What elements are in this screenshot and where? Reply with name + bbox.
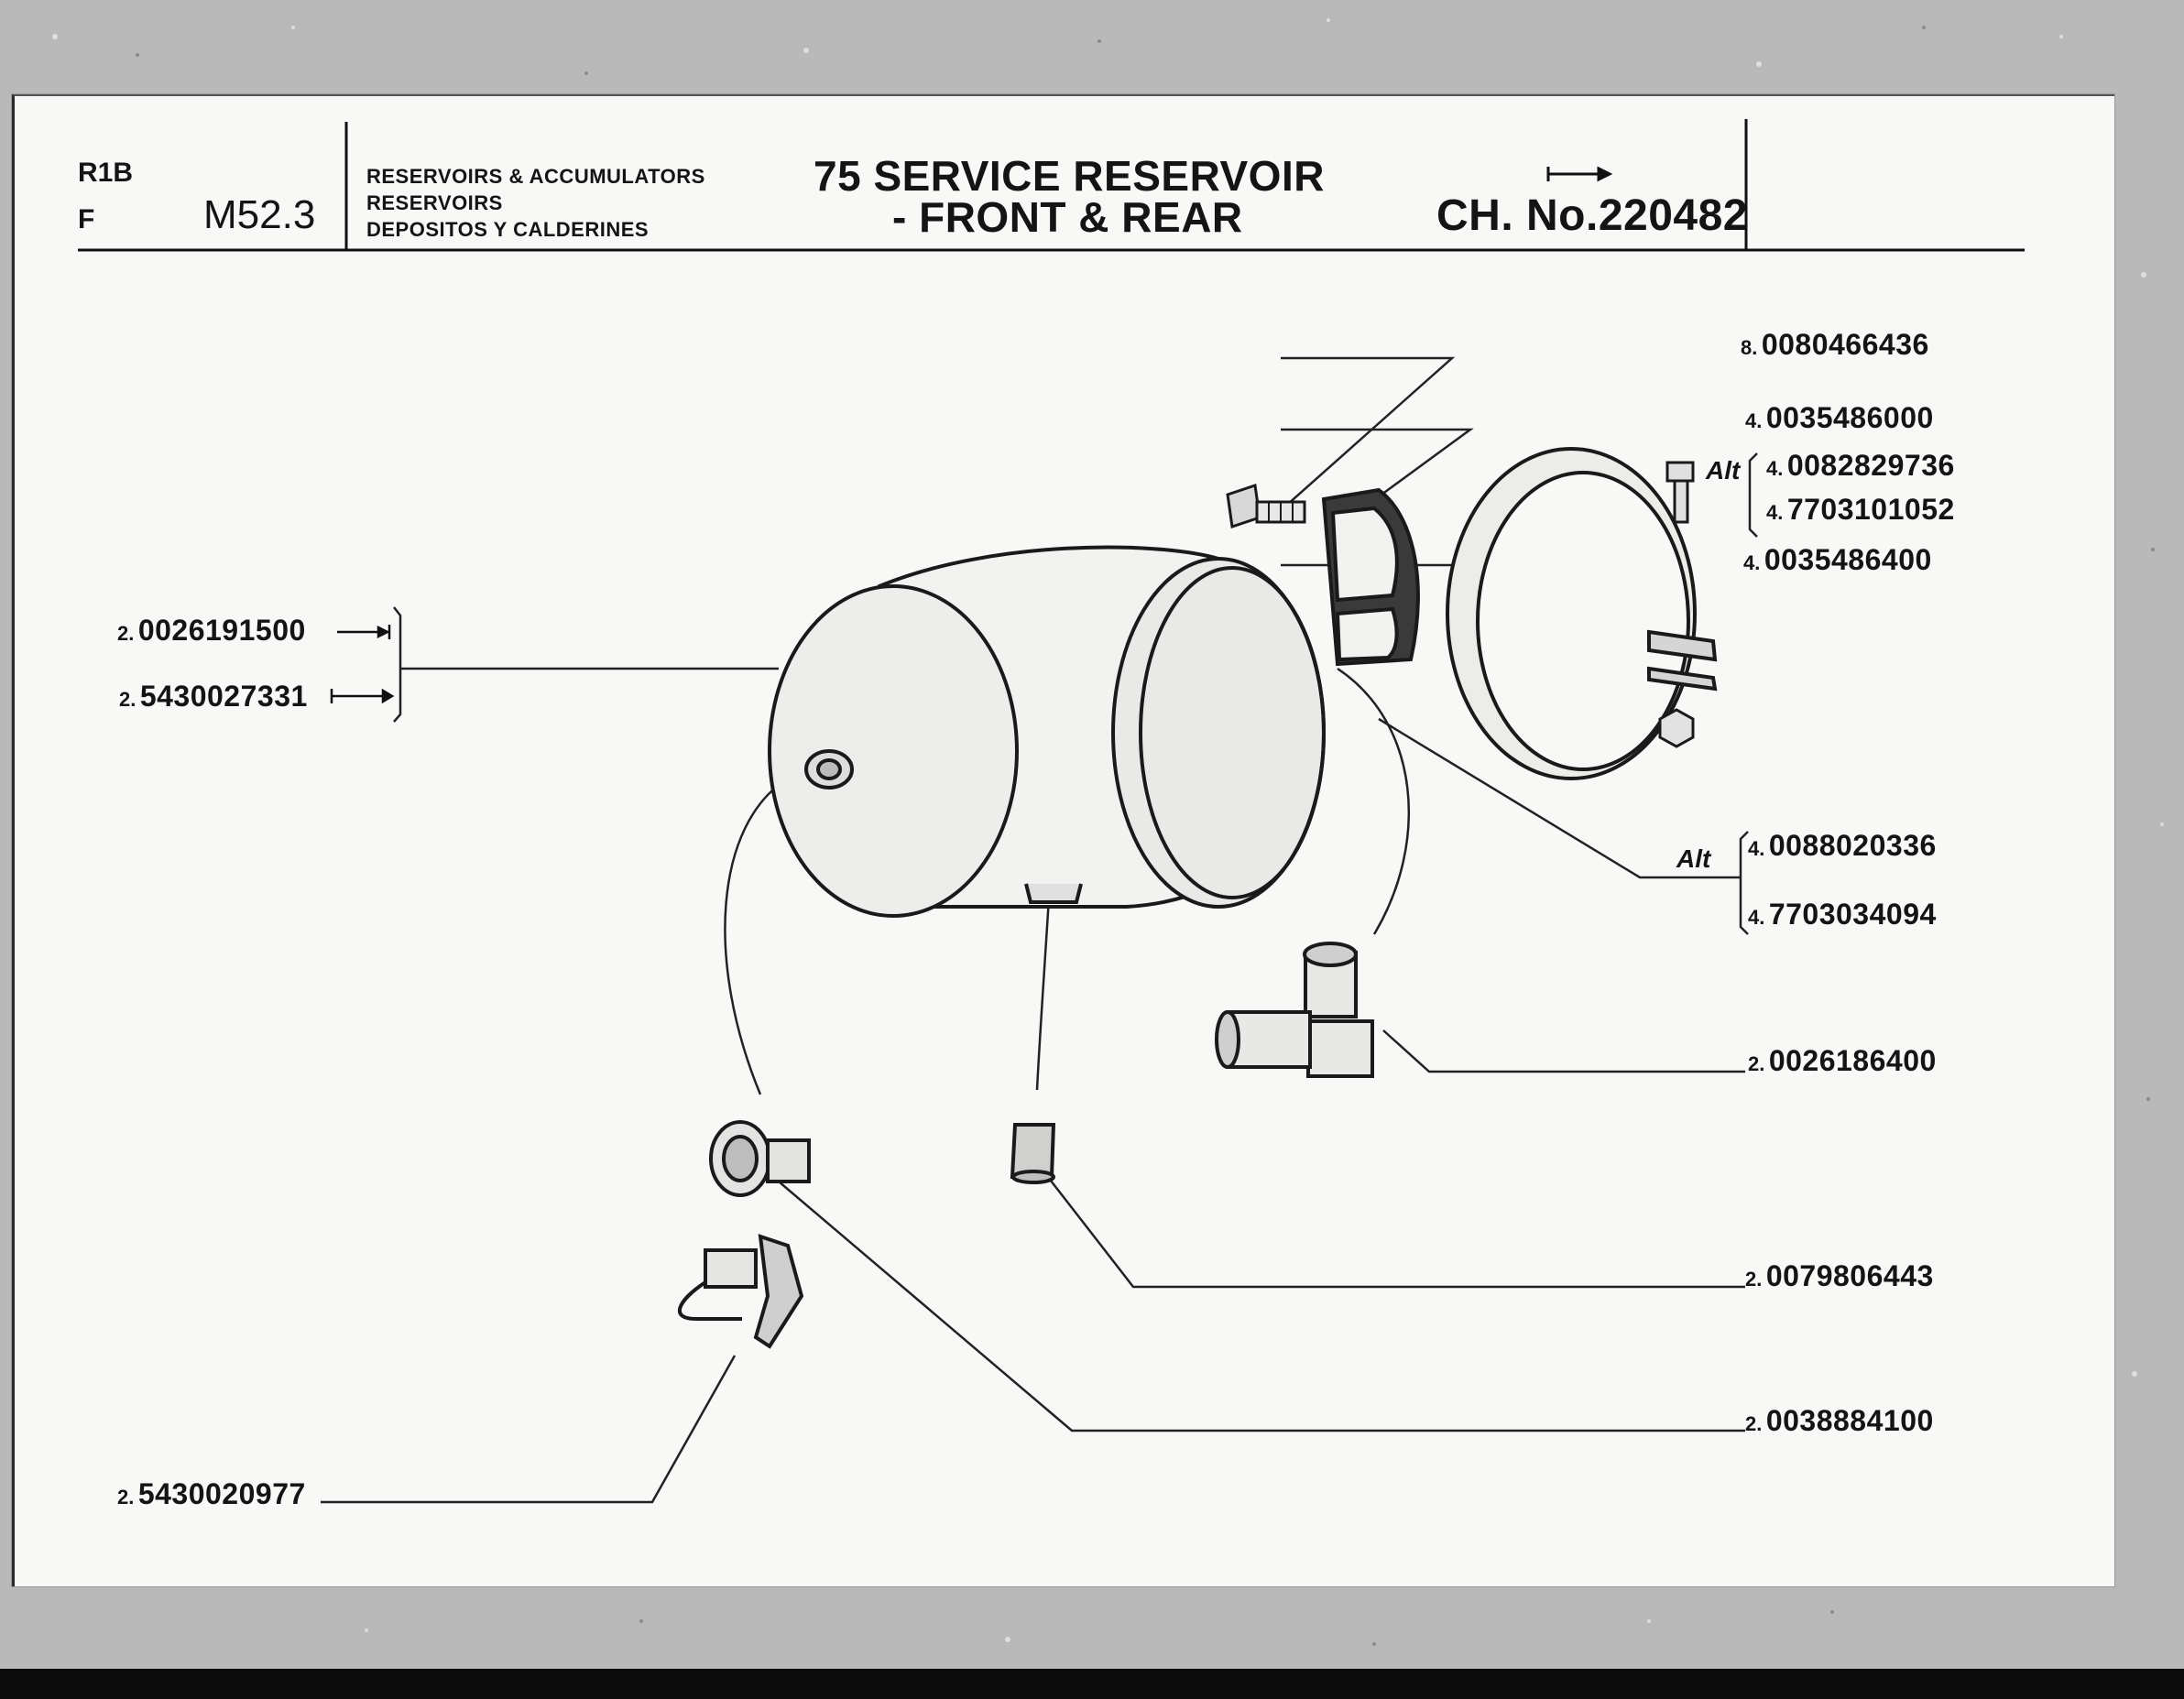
adapter-icon — [709, 1120, 811, 1197]
callout-0035486400: 4. 0035486400 — [1743, 543, 1932, 577]
leader-0026186400 — [1382, 1029, 1745, 1073]
model-code: R1B — [78, 158, 134, 188]
chassis-from-arrow-icon — [1546, 166, 1613, 182]
nut-icon — [1658, 708, 1695, 748]
scan-bottom-border — [0, 1669, 2184, 1699]
part-number: 0082829736 — [1786, 449, 1955, 482]
part-qty: 2. — [1745, 1412, 1763, 1435]
callout-0080466436: 8. 0080466436 — [1741, 328, 1929, 362]
part-number: 0035486000 — [1765, 401, 1934, 434]
part-qty: 4. — [1766, 501, 1784, 524]
part-number: 7703101052 — [1786, 493, 1955, 526]
part-number: 5430027331 — [139, 680, 308, 713]
part-number: 7703034094 — [1768, 898, 1937, 931]
part-number: 0026191500 — [137, 614, 306, 647]
callout-0038884100: 2. 0038884100 — [1745, 1404, 1934, 1438]
leader-5430020977 — [321, 1355, 737, 1504]
part-qty: 4. — [1743, 551, 1761, 574]
part-number: 0038884100 — [1765, 1404, 1934, 1437]
part-number: 0080466436 — [1761, 328, 1929, 361]
callout-0035486000: 4. 0035486000 — [1745, 401, 1934, 435]
callout-7703034094: 4. 7703034094 — [1748, 898, 1937, 931]
page-ref: M52.3 — [203, 192, 316, 237]
page-title-line1: 75 SERVICE RESERVOIR — [814, 152, 1325, 200]
brace-alt-bolt — [1748, 452, 1758, 538]
callout-5430020977: 2. 5430020977 — [117, 1477, 306, 1511]
leader-0038884100 — [778, 1181, 1745, 1432]
part-number: 5430020977 — [137, 1477, 306, 1510]
callout-5430027331: 2. 5430027331 — [119, 680, 308, 713]
part-number: 0026186400 — [1768, 1044, 1937, 1077]
elbow-fitting-icon — [1215, 942, 1374, 1078]
part-number: 0088020336 — [1768, 829, 1937, 862]
callout-0082829736: 4. 0082829736 — [1766, 449, 1955, 483]
part-qty: 4. — [1745, 409, 1763, 432]
callout-0026191500: 2. 0026191500 — [117, 614, 306, 648]
reservoir-tank-icon — [768, 545, 1326, 918]
leader-0088020336 — [1378, 717, 1731, 879]
drain-valve-icon — [677, 1234, 804, 1349]
page-title-line2: - FRONT & REAR — [892, 193, 1243, 241]
leader-0080466436 — [1277, 356, 1456, 514]
part-number: 0035486400 — [1764, 543, 1932, 576]
part-qty: 2. — [1748, 1052, 1765, 1075]
category-line-fr: RESERVOIRS — [366, 191, 503, 214]
rubber-pad-icon — [1321, 487, 1420, 667]
part-qty: 4. — [1766, 457, 1784, 480]
part-qty: 2. — [117, 622, 135, 645]
callout-0026186400: 2. 0026186400 — [1748, 1044, 1937, 1078]
alt-label-bolt: Alt — [1706, 456, 1741, 485]
callout-0088020336: 4. 0088020336 — [1748, 829, 1937, 863]
callout-7703101052: 4. 7703101052 — [1766, 493, 1955, 527]
alt-bolt-icon — [1665, 461, 1695, 524]
part-number: 0079806443 — [1765, 1259, 1934, 1292]
bolt-icon — [1226, 484, 1306, 528]
brace-alt-nut — [1739, 831, 1749, 935]
category-line-es: DEPOSITOS Y CALDERINES — [366, 218, 650, 241]
part-qty: 2. — [119, 688, 136, 711]
leader-0079806443 — [1043, 1171, 1745, 1289]
chassis-number: CH. No.220482 — [1436, 191, 1748, 240]
brace-reservoir — [393, 606, 402, 723]
part-qty: 8. — [1741, 336, 1758, 359]
part-qty: 2. — [1745, 1268, 1763, 1291]
leader-0035486000 — [1281, 428, 1474, 496]
language-code: F — [78, 204, 95, 234]
part-qty: 4. — [1748, 837, 1765, 860]
plug-icon — [1010, 1123, 1056, 1184]
category-line-en: RESERVOIRS & ACCUMULATORS — [366, 165, 705, 188]
part-qty: 2. — [117, 1486, 135, 1508]
alt-label-nut: Alt — [1676, 844, 1711, 873]
callout-0079806443: 2. 0079806443 — [1745, 1259, 1934, 1293]
clamp-strap-icon — [1446, 447, 1718, 780]
part-qty: 4. — [1748, 906, 1765, 929]
